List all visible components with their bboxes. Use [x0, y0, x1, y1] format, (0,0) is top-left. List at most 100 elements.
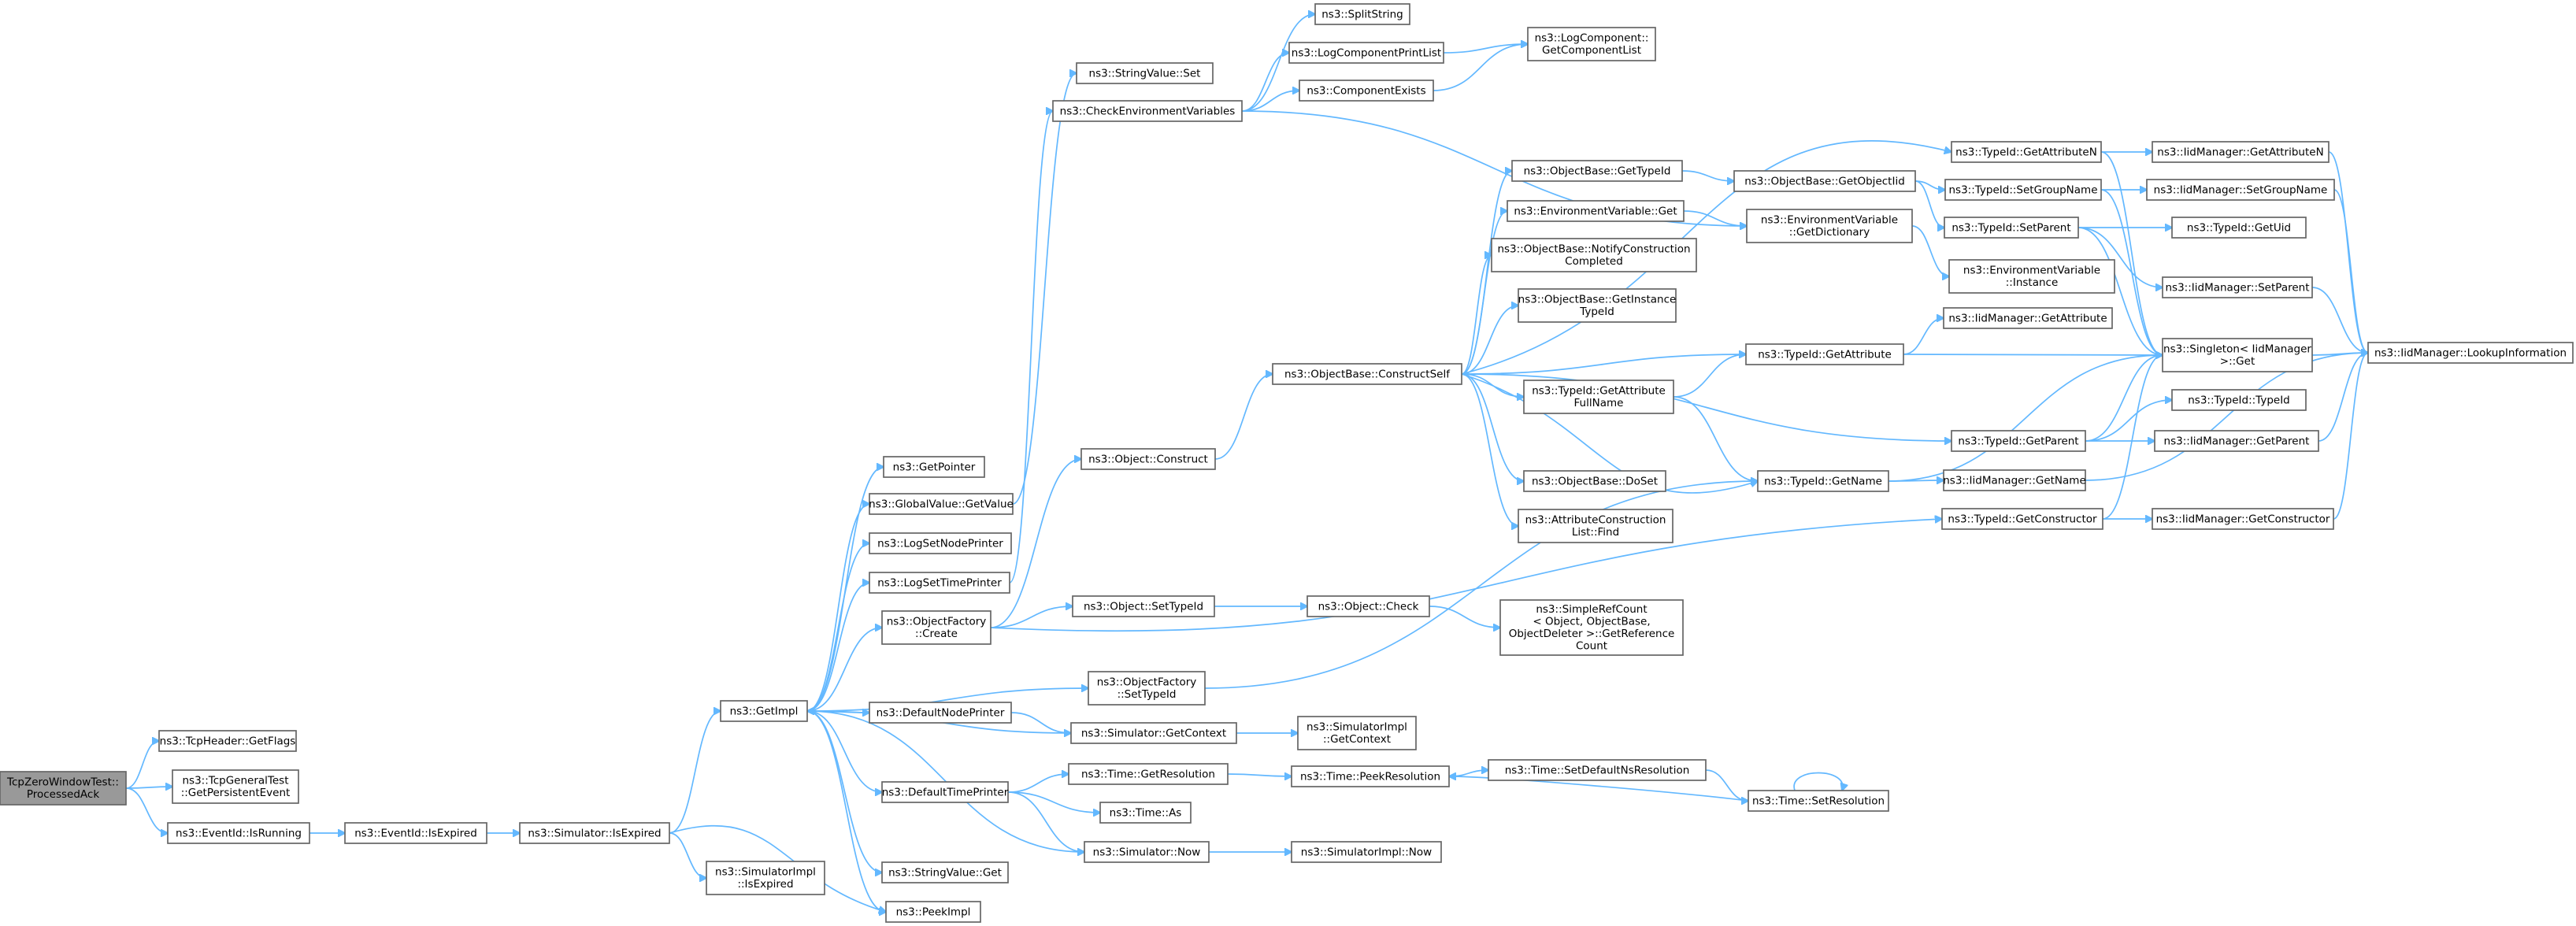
- node-label: ns3::Time::As: [1110, 806, 1182, 819]
- node-label: ns3::GlobalValue::GetValue: [869, 498, 1014, 510]
- edge-objectfactory_create-to-object_construct: [990, 459, 1081, 628]
- node-object-check[interactable]: ns3::Object::Check: [1307, 595, 1430, 617]
- node-time-setresolution[interactable]: ns3::Time::SetResolution: [1748, 790, 1889, 812]
- node-iidmanager-setgroupname[interactable]: ns3::IidManager::SetGroupName: [2146, 179, 2335, 201]
- node-box: [1299, 80, 1434, 102]
- node-time-peekresolution[interactable]: ns3::Time::PeekResolution: [1291, 765, 1450, 787]
- node-envvar-instance[interactable]: ns3::EnvironmentVariable::Instance: [1948, 259, 2115, 294]
- node-box: [869, 702, 1012, 724]
- edge-object_check-to-simplerefcount: [1429, 606, 1500, 628]
- node-sim-now[interactable]: ns3::Simulator::Now: [1084, 841, 1210, 863]
- node-label: ::SetTypeId: [1118, 688, 1177, 701]
- node-sim-getcontext[interactable]: ns3::Simulator::GetContext: [1070, 722, 1237, 744]
- node-objectbase-gettypeid[interactable]: ns3::ObjectBase::GetTypeId: [1511, 160, 1683, 182]
- node-label: ns3::IidManager::LookupInformation: [2374, 346, 2567, 359]
- node-typeid-getattribute[interactable]: ns3::TypeId::GetAttribute: [1745, 343, 1904, 365]
- node-box: [1291, 765, 1450, 787]
- node-simimpl-now[interactable]: ns3::SimulatorImpl::Now: [1291, 841, 1442, 863]
- node-iidmanager-lookupinformation[interactable]: ns3::IidManager::LookupInformation: [2367, 342, 2574, 364]
- node-eventid-isrunning[interactable]: ns3::EventId::IsRunning: [167, 822, 310, 844]
- node-splitstring[interactable]: ns3::SplitString: [1314, 3, 1410, 25]
- node-logsetnodeprinter[interactable]: ns3::LogSetNodePrinter: [869, 532, 1012, 554]
- node-box: [2162, 276, 2313, 298]
- node-checkenv[interactable]: ns3::CheckEnvironmentVariables: [1052, 100, 1243, 122]
- node-typeid-typeid[interactable]: ns3::TypeId::TypeId: [2171, 389, 2307, 411]
- node-logsettimeprinter[interactable]: ns3::LogSetTimePrinter: [869, 572, 1010, 594]
- node-box: [1944, 179, 2102, 201]
- edge-logcomponentprintlist-to-getcomponentlist: [1443, 44, 1528, 54]
- node-box: [1088, 671, 1206, 706]
- node-getimpl[interactable]: ns3::GetImpl: [720, 700, 808, 722]
- edge-typeid_getname-to-singleton_get: [1888, 355, 2163, 482]
- node-simimpl-isexpired[interactable]: ns3::SimulatorImpl::IsExpired: [706, 861, 825, 895]
- node-typeid-getconstructor[interactable]: ns3::TypeId::GetConstructor: [1941, 508, 2103, 530]
- node-iidmanager-getparent[interactable]: ns3::IidManager::GetParent: [2154, 430, 2319, 452]
- node-box: [720, 700, 808, 722]
- edge-envvar_getdictionary-to-envvar_instance: [1911, 225, 1949, 276]
- node-getcomponentlist[interactable]: ns3::LogComponent::GetComponentList: [1527, 27, 1656, 61]
- node-typeid-setgroupname[interactable]: ns3::TypeId::SetGroupName: [1944, 179, 2102, 201]
- node-envvar-get[interactable]: ns3::EnvironmentVariable::Get: [1507, 200, 1685, 222]
- node-typeid-getuid[interactable]: ns3::TypeId::GetUid: [2171, 217, 2307, 239]
- edge-logsettimeprinter-to-checkenv: [1009, 111, 1053, 583]
- edge-typeid_getattribute-to-singleton_get: [1903, 354, 2163, 355]
- node-sim-isexpired[interactable]: ns3::Simulator::IsExpired: [519, 822, 670, 844]
- edge-defaulttimeprinter-to-time_getresolution: [1007, 774, 1069, 793]
- node-stringvalue-get[interactable]: ns3::StringValue::Get: [881, 861, 1009, 883]
- node-getpointer[interactable]: ns3::GetPointer: [883, 456, 985, 478]
- node-object-settypeid[interactable]: ns3::Object::SetTypeId: [1072, 595, 1215, 617]
- node-time-setdefaultnsresolution[interactable]: ns3::Time::SetDefaultNsResolution: [1488, 759, 1707, 781]
- node-logcomponentprintlist[interactable]: ns3::LogComponentPrintList: [1288, 42, 1444, 64]
- node-iidmanager-getattributen[interactable]: ns3::IidManager::GetAttributeN: [2152, 141, 2330, 163]
- node-simimpl-getcontext[interactable]: ns3::SimulatorImpl::GetContext: [1297, 716, 1417, 750]
- node-typeid-setparent[interactable]: ns3::TypeId::SetParent: [1944, 217, 2079, 239]
- node-getpersistent[interactable]: ns3::TcpGeneralTest::GetPersistentEvent: [172, 769, 299, 804]
- node-root[interactable]: TcpZeroWindowTest::ProcessedAck: [0, 771, 127, 806]
- edge-typeid_getconstructor-to-singleton_get: [2102, 355, 2163, 520]
- node-defaulttimeprinter[interactable]: ns3::DefaultTimePrinter: [881, 781, 1009, 803]
- node-typeid-getattributen[interactable]: ns3::TypeId::GetAttributeN: [1951, 141, 2102, 163]
- node-box: [1072, 595, 1215, 617]
- node-objectfactory-create[interactable]: ns3::ObjectFactory::Create: [881, 610, 991, 645]
- node-constructself[interactable]: ns3::ObjectBase::ConstructSelf: [1272, 363, 1462, 385]
- node-label: < Object, ObjectBase,: [1533, 616, 1650, 628]
- node-typeid-getparent[interactable]: ns3::TypeId::GetParent: [1951, 430, 2086, 452]
- node-singleton-get[interactable]: ns3::Singleton< IidManager>::Get: [2162, 338, 2313, 372]
- node-componentexists[interactable]: ns3::ComponentExists: [1299, 80, 1434, 102]
- node-iidmanager-setparent[interactable]: ns3::IidManager::SetParent: [2162, 276, 2313, 298]
- node-box: [1488, 759, 1707, 781]
- node-simplerefcount[interactable]: ns3::SimpleRefCount< Object, ObjectBase,…: [1499, 599, 1684, 656]
- node-box: [881, 610, 991, 645]
- node-label: ns3::ComponentExists: [1307, 84, 1425, 97]
- node-box: [1307, 595, 1430, 617]
- node-iidmanager-getattribute[interactable]: ns3::IidManager::GetAttribute: [1943, 307, 2113, 329]
- node-objectfactory-settypeid[interactable]: ns3::ObjectFactory::SetTypeId: [1088, 671, 1206, 706]
- node-label: ns3::EnvironmentVariable: [1761, 214, 1898, 227]
- node-eventid-isexpired[interactable]: ns3::EventId::IsExpired: [344, 822, 487, 844]
- node-time-as[interactable]: ns3::Time::As: [1099, 802, 1192, 824]
- node-defaultnodeprinter[interactable]: ns3::DefaultNodePrinter: [869, 702, 1012, 724]
- node-time-getresolution[interactable]: ns3::Time::GetResolution: [1068, 763, 1229, 785]
- node-label: TypeId: [1579, 306, 1614, 318]
- node-envvar-getdictionary[interactable]: ns3::EnvironmentVariable::GetDictionary: [1746, 209, 1913, 243]
- node-typeid-getname[interactable]: ns3::TypeId::GetName: [1757, 470, 1889, 492]
- node-label: ns3::Time::SetDefaultNsResolution: [1505, 764, 1690, 776]
- node-iidmanager-getname[interactable]: ns3::IidManager::GetName: [1943, 469, 2086, 491]
- node-iidmanager-getconstructor[interactable]: ns3::IidManager::GetConstructor: [2152, 508, 2334, 530]
- node-box: [1948, 259, 2115, 294]
- node-object-construct[interactable]: ns3::Object::Construct: [1080, 448, 1216, 470]
- edge-iidmanager_getparent-to-iidmanager_lookupinformation: [2318, 353, 2368, 442]
- edge-checkenv-to-logcomponentprintlist: [1241, 53, 1289, 112]
- node-box: [869, 572, 1010, 594]
- node-objectbase-doset[interactable]: ns3::ObjectBase::DoSet: [1523, 470, 1666, 492]
- node-getobjectiid[interactable]: ns3::ObjectBase::GetObjectIid: [1733, 170, 1916, 192]
- node-globalvalue-getvalue[interactable]: ns3::GlobalValue::GetValue: [869, 493, 1014, 515]
- node-notifyconstruction[interactable]: ns3::ObjectBase::NotifyConstructionCompl…: [1491, 238, 1697, 272]
- node-peekimpl[interactable]: ns3::PeekImpl: [885, 901, 981, 923]
- node-label: ns3::TypeId::GetParent: [1958, 435, 2078, 447]
- node-stringvalue-set[interactable]: ns3::StringValue::Set: [1076, 62, 1214, 84]
- node-getflags[interactable]: ns3::TcpHeader::GetFlags: [158, 730, 297, 752]
